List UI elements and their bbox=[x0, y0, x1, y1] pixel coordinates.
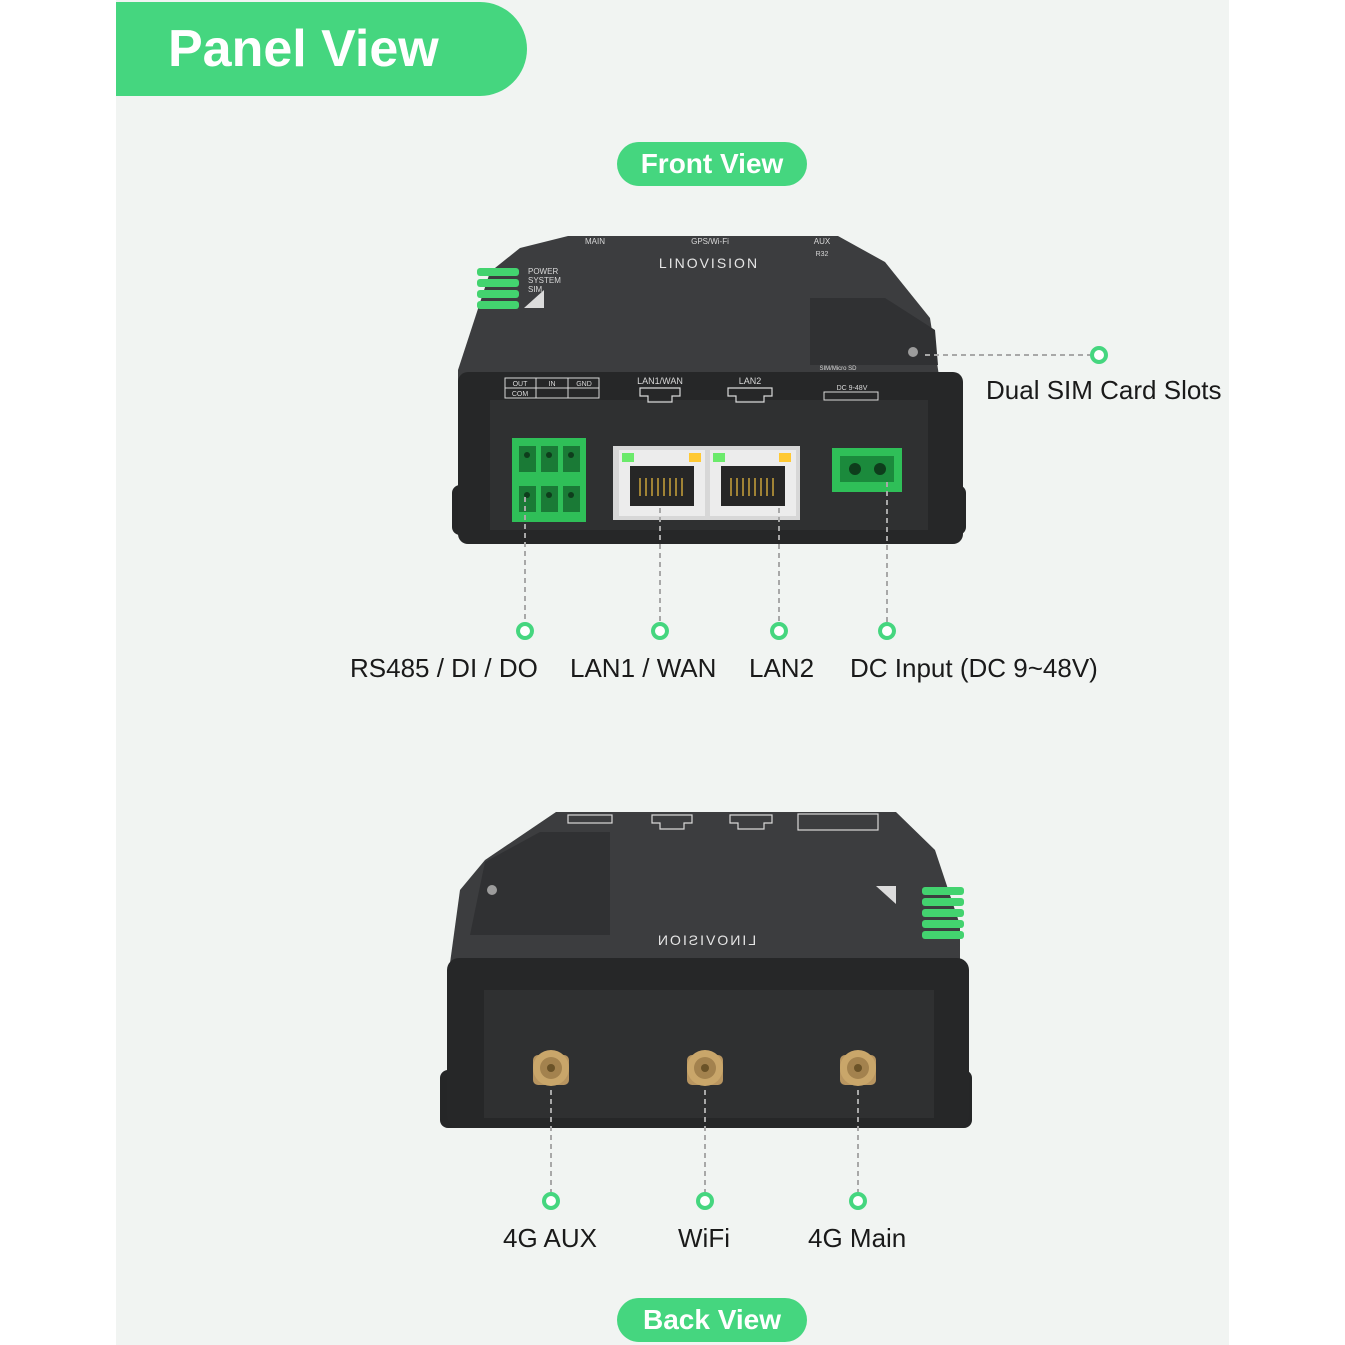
page-title: Panel View bbox=[168, 20, 439, 78]
dc-callout-marker bbox=[878, 622, 896, 640]
panel-view-title: Panel View bbox=[116, 2, 527, 96]
callout-wifi: WiFi bbox=[678, 1223, 730, 1253]
callout-4g-aux: 4G AUX bbox=[503, 1223, 597, 1253]
front-view-badge: Front View bbox=[617, 142, 807, 186]
label-model: R32 bbox=[816, 251, 829, 258]
callout-lan2: LAN2 bbox=[749, 653, 815, 683]
rs485-callout-marker bbox=[516, 622, 534, 640]
callout-dual-sim: Dual SIM Card Slots bbox=[986, 375, 1222, 405]
label-aux-antenna: AUX bbox=[814, 237, 831, 246]
label-main-antenna: MAIN bbox=[585, 237, 605, 246]
aux-callout-marker bbox=[542, 1192, 560, 1210]
port-label-lan1: LAN1/WAN bbox=[637, 376, 683, 386]
sma-connector-main bbox=[840, 1050, 876, 1086]
back-view-badge: Back View bbox=[617, 1298, 807, 1342]
main-callout-marker bbox=[849, 1192, 867, 1210]
back-router-device: LINOVISION bbox=[440, 812, 972, 1128]
callout-rs485: RS485 / DI / DO bbox=[350, 653, 538, 683]
lan2-callout-marker bbox=[770, 622, 788, 640]
terminal-label-com: COM bbox=[512, 391, 529, 398]
sma-connector-aux bbox=[533, 1050, 569, 1086]
back-view-label: Back View bbox=[642, 1304, 782, 1335]
callout-lan1-wan: LAN1 / WAN bbox=[570, 653, 717, 683]
front-router-device: MAIN GPS/Wi-Fi AUX R32 LINOVISION POWER … bbox=[452, 236, 966, 544]
terminal-label-gnd: GND bbox=[576, 381, 592, 388]
callout-dc-input: DC Input (DC 9~48V) bbox=[850, 653, 1098, 683]
terminal-label-out: OUT bbox=[513, 381, 529, 388]
led-label-sim: SIM bbox=[528, 285, 543, 294]
wifi-callout-marker bbox=[696, 1192, 714, 1210]
svg-text:LINOVISION: LINOVISION bbox=[656, 932, 756, 948]
led-label-system: SYSTEM bbox=[528, 276, 561, 285]
led-label-power: POWER bbox=[528, 267, 558, 276]
sim-callout-marker bbox=[1090, 346, 1108, 364]
lan1-callout-marker bbox=[651, 622, 669, 640]
port-label-sim: SIM/Micro SD bbox=[819, 366, 857, 372]
port-label-lan2: LAN2 bbox=[739, 376, 762, 386]
callout-4g-main: 4G Main bbox=[808, 1223, 907, 1253]
brand-logo: LINOVISION bbox=[659, 255, 759, 271]
front-view-label: Front View bbox=[640, 148, 784, 179]
label-gps-antenna: GPS/Wi-Fi bbox=[691, 237, 729, 246]
terminal-label-in: IN bbox=[549, 381, 556, 388]
sma-connector-wifi bbox=[687, 1050, 723, 1086]
port-label-dc: DC 9-48V bbox=[837, 385, 868, 392]
